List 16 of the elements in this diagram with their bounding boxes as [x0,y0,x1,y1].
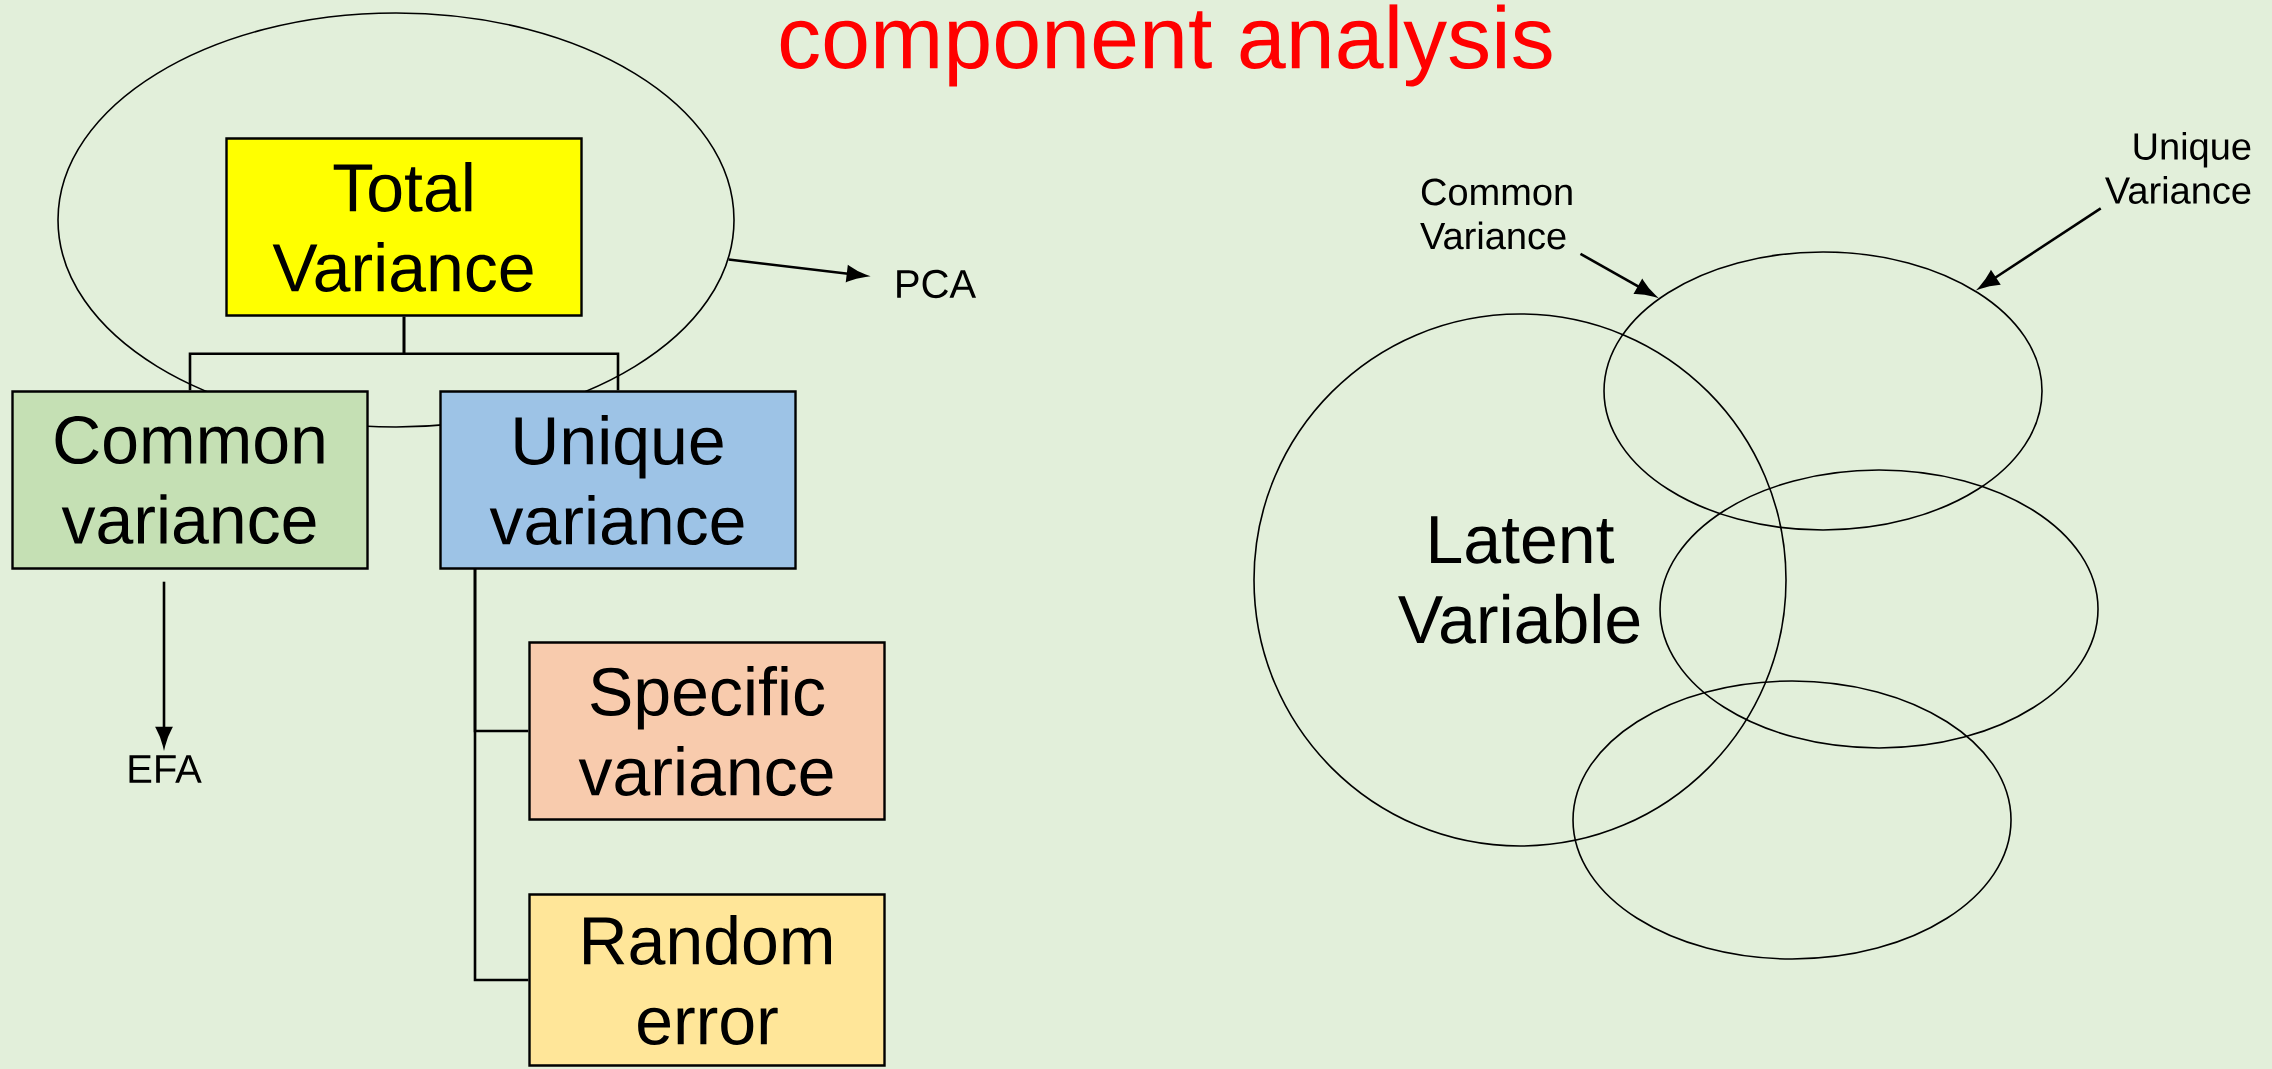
title: component analysis [780,4,1552,87]
text-label: Common Variance [1420,178,1572,250]
process-box: Common variance [11,390,369,570]
arrow [1979,207,2102,289]
text-label: PCA [897,269,977,299]
process-box: Specific variance [528,641,886,821]
ellipse [1659,469,2099,749]
text-label: Unique Variance [2105,132,2251,204]
ellipse [1572,680,2012,960]
connector-line [473,568,529,982]
process-box: Total Variance [225,137,583,317]
connector-line [402,316,620,391]
process-box: Unique variance [439,390,797,570]
process-box: Random error [528,893,886,1067]
arrow [1579,252,1656,297]
text-label: EFA [129,755,202,783]
